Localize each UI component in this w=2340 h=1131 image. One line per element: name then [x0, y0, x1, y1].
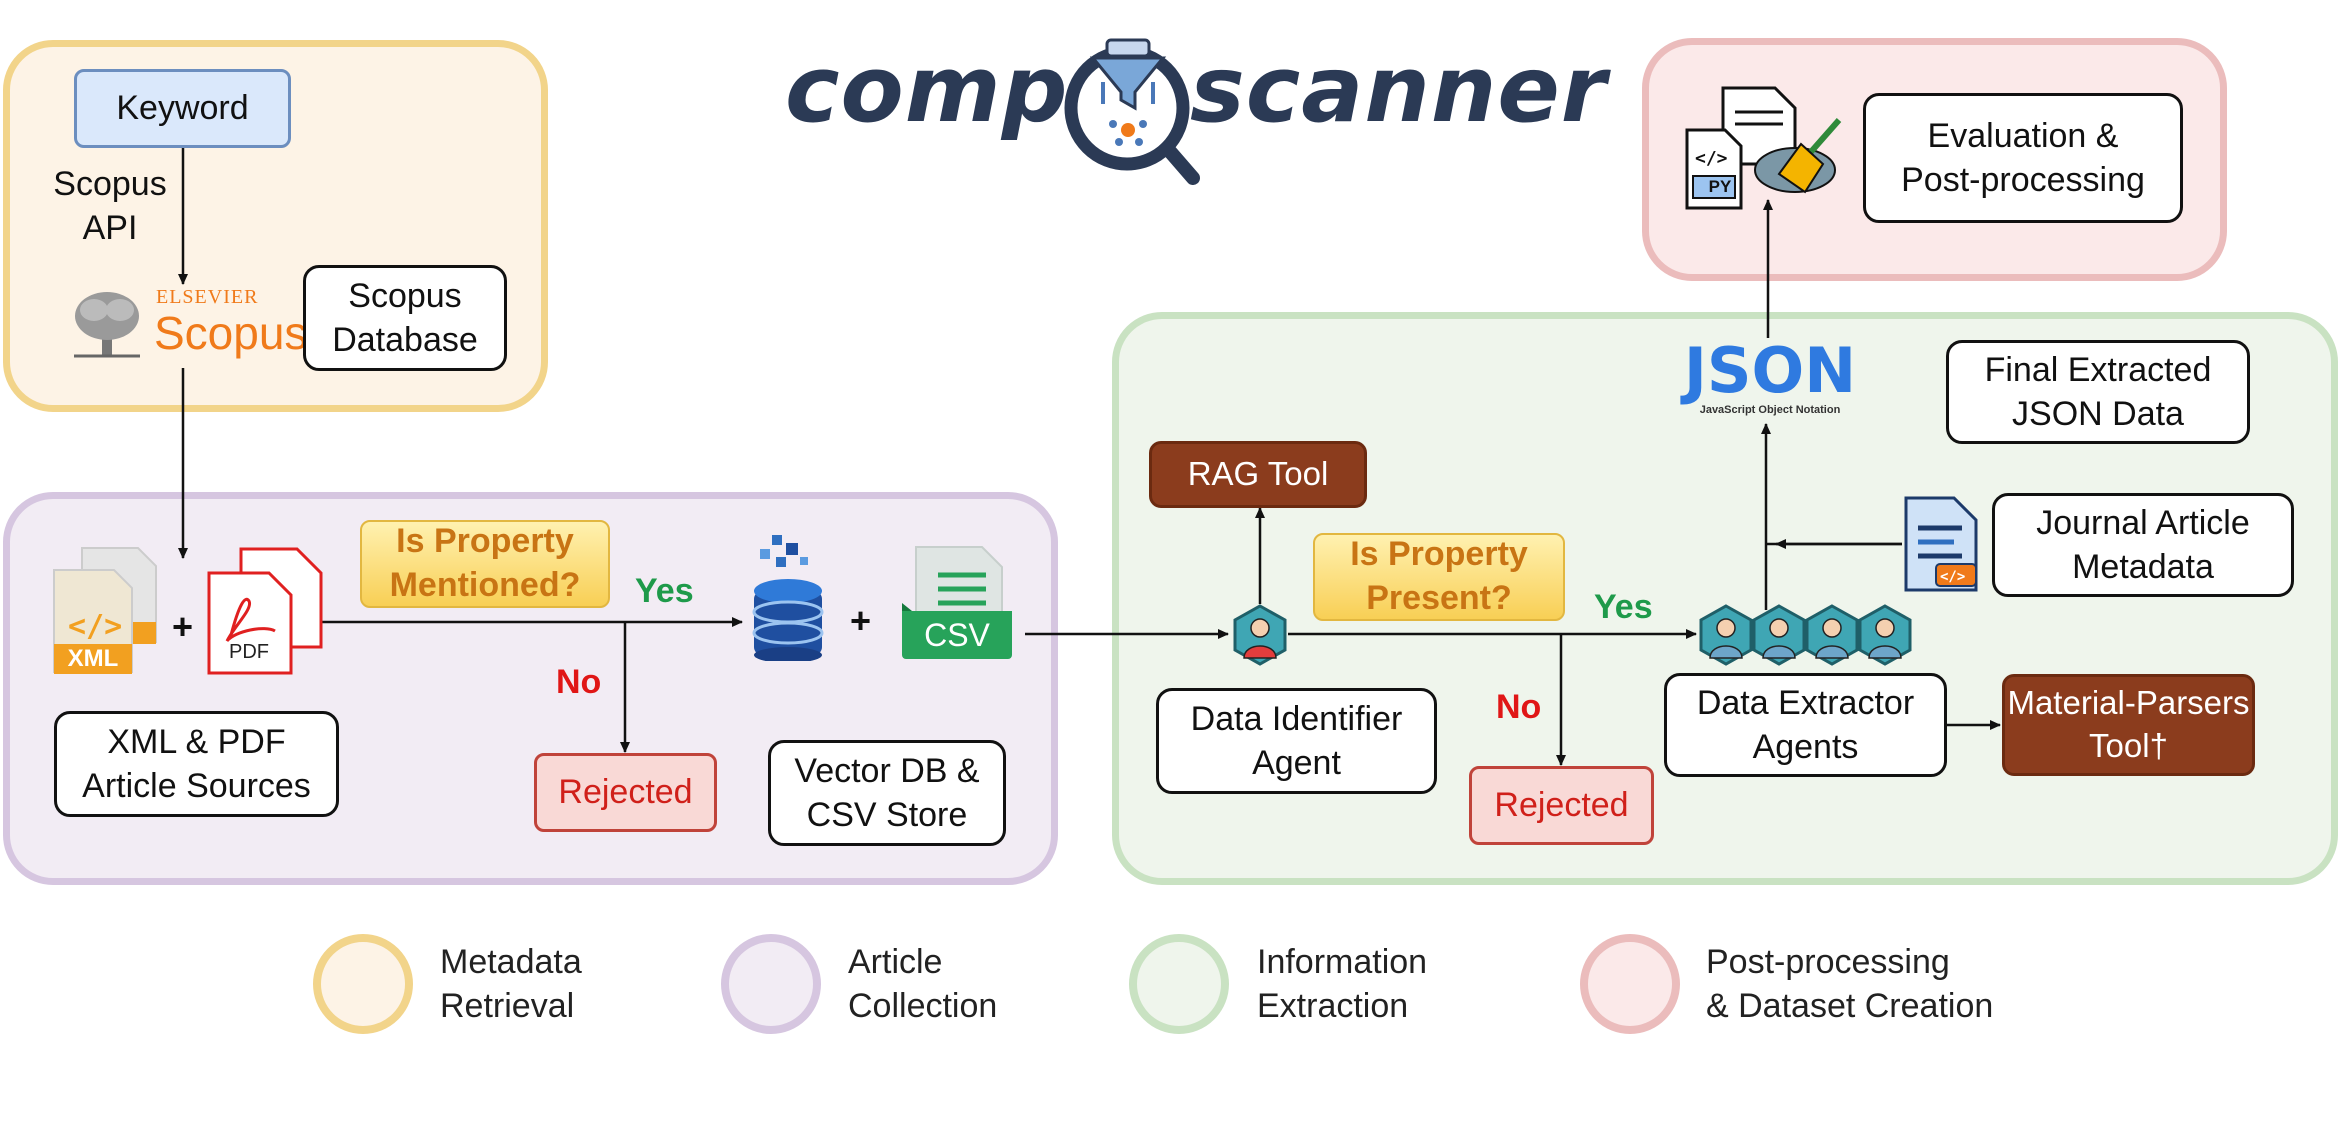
json-logo: JSON JavaScript Object Notation: [1670, 334, 1870, 424]
compscanner-logo: compr scanner: [785, 30, 1606, 190]
json-subtitle: JavaScript Object Notation: [1699, 404, 1841, 416]
extractor-agents-group: [1698, 604, 1912, 666]
legend-article-circle: [721, 934, 821, 1034]
pdf-file-icon: [207, 547, 323, 675]
svg-text:</>: </>: [1940, 569, 1965, 585]
final-json-data-box: Final Extracted JSON Data: [1946, 340, 2250, 444]
identifier-agent-icon: [1233, 604, 1287, 666]
xml-label: XML: [54, 644, 132, 674]
svg-text:</>: </>: [68, 609, 122, 644]
scopus-text: Scopus: [154, 307, 308, 359]
rejected-box-collection: Rejected: [534, 753, 717, 832]
evaluation-post-processing-box: Evaluation & Post-processing: [1863, 93, 2183, 223]
plus-sign-db: +: [850, 600, 872, 641]
svg-text:</>: </>: [1695, 148, 1728, 169]
xml-file-icon: </>: [53, 547, 157, 673]
legend-extraction-label: Information Extraction: [1257, 943, 1428, 1026]
journal-article-metadata-box: Journal Article Metadata: [1992, 493, 2294, 597]
xml-document-icon: </> XML: [52, 544, 162, 676]
scopus-api-label: Scopus API: [53, 165, 167, 247]
csv-file-icon: CSV: [902, 545, 1014, 660]
funnel-magnifier-icon: [1064, 38, 1200, 185]
legend-post-label: Post-processing & Dataset Creation: [1706, 943, 1994, 1026]
journal-metadata-icon: </>: [1904, 496, 1978, 592]
python-broom-cloud-icon: </>: [1685, 86, 1842, 210]
no-label-mentioned: No: [556, 663, 602, 701]
article-sources-box: XML & PDF Article Sources: [54, 711, 339, 817]
pdf-document-icon: PDF: [205, 545, 325, 677]
rejected-box-extraction: Rejected: [1469, 766, 1654, 845]
yes-label-present: Yes: [1594, 588, 1653, 626]
legend-post-circle: [1580, 934, 1680, 1034]
data-identifier-agent-box: Data Identifier Agent: [1156, 688, 1437, 794]
scopus-database-box: Scopus Database: [303, 265, 507, 371]
vector-csv-store-box: Vector DB & CSV Store: [768, 740, 1006, 846]
plus-sign: +: [172, 606, 194, 647]
legend-metadata-circle: [313, 934, 413, 1034]
elsevier-tree-icon: [74, 292, 140, 358]
yes-label-mentioned: Yes: [635, 572, 694, 610]
legend-extraction-circle: [1129, 934, 1229, 1034]
logo-text-right: scanner: [1190, 36, 1608, 143]
rag-tool-box: RAG Tool: [1149, 441, 1367, 508]
json-text: JSON: [1683, 334, 1857, 407]
legend-article-label: Article Collection: [848, 943, 998, 1026]
property-present-decision: Is Property Present?: [1313, 533, 1565, 621]
logo-text-left: compr: [785, 36, 1115, 143]
vector-database-icon: [752, 535, 824, 661]
property-mentioned-decision: Is Property Mentioned?: [360, 520, 610, 608]
csv-document-icon: [902, 546, 1003, 616]
no-label-present: No: [1496, 688, 1542, 726]
legend-metadata-label: Metadata Retrieval: [440, 943, 582, 1026]
data-extractor-agents-box: Data Extractor Agents: [1664, 673, 1947, 777]
elsevier-text: ELSEVIER: [156, 286, 259, 308]
csv-label: CSV: [902, 611, 1012, 659]
elsevier-scopus-logo: ELSEVIER Scopus: [70, 284, 307, 368]
extractor-agent-icons: [1699, 604, 1912, 666]
material-parsers-tool-box: Material-Parsers Tool†: [2002, 674, 2255, 776]
python-label: PY: [1708, 177, 1732, 196]
keyword-box: Keyword: [74, 69, 291, 148]
pdf-label: PDF: [229, 641, 269, 663]
